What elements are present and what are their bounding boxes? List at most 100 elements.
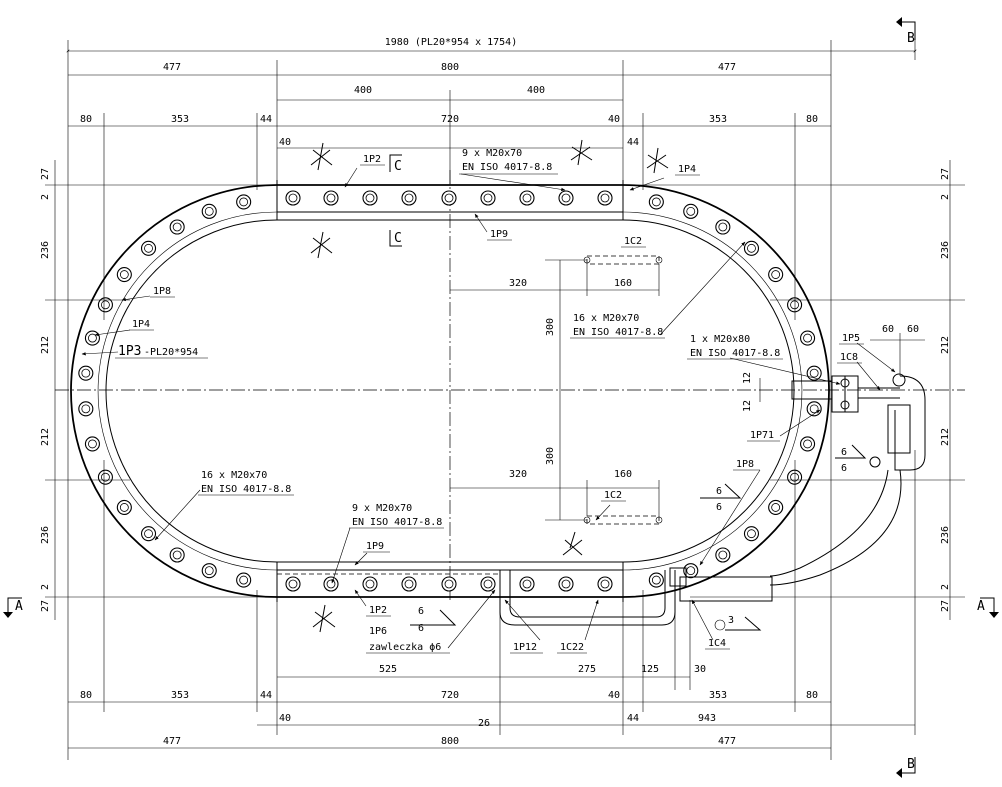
tag-1p3-plate: -PL20*954 <box>144 347 198 358</box>
bolt-hole-inner <box>809 368 819 378</box>
bolt-hole-inner <box>88 333 97 343</box>
tag-1c22: 1C22 <box>560 642 584 653</box>
weld-symbols <box>310 139 867 633</box>
bolt-note-right-std: EN ISO 4017-8.8 <box>573 327 663 338</box>
dim-bot-small-1: 26 <box>478 718 490 729</box>
dim-top-row3-5: 353 <box>709 114 727 125</box>
bolt-hole-inner <box>747 529 756 539</box>
inner-dimension-lines <box>450 259 925 521</box>
dim-top-row3-1: 353 <box>171 114 189 125</box>
dim-bot-row2-2: 44 <box>260 690 272 701</box>
section-c-bottom: C <box>394 231 402 246</box>
dim-left-6: 2 <box>40 584 51 590</box>
bolt-hole-inner <box>483 193 493 203</box>
bolt-hole-inner <box>239 197 249 207</box>
bolt-hole-inner <box>144 243 153 253</box>
tag-1p5: 1P5 <box>842 333 860 344</box>
tag-1p71: 1P71 <box>750 430 774 441</box>
dim-top-row2-1: 400 <box>527 85 545 96</box>
dim-bot-row2-3: 720 <box>441 690 459 701</box>
leader-lines <box>81 167 896 649</box>
bolt-hole-inner <box>119 503 129 512</box>
bolt-hole-inner <box>444 579 454 589</box>
dim-top-row3-0: 80 <box>80 114 92 125</box>
bolt-hole-inner <box>88 439 97 449</box>
dim-inner-12b: 12 <box>742 400 753 412</box>
dim-inner-300-bot: 300 <box>545 447 556 465</box>
tag-1p9-top: 1P9 <box>490 229 508 240</box>
dim-top-small-1: 44 <box>627 137 639 148</box>
weld-size-a: 6 <box>716 486 722 497</box>
bolt-note-right-count: 16 x M20x70 <box>573 313 639 324</box>
dim-top-row1-1: 800 <box>441 62 459 73</box>
overall-dimension: 1980 (PL20*954 x 1754) <box>385 37 517 48</box>
tag-1p4-right: 1P4 <box>678 164 696 175</box>
weld-size-b: 6 <box>716 502 722 513</box>
dim-bot-row2-1: 353 <box>171 690 189 701</box>
dim-bot-row2-4: 40 <box>608 690 620 701</box>
bottom-handle <box>499 567 687 626</box>
bolt-hole-inner <box>101 300 110 310</box>
tag-1p9-bot: 1P9 <box>366 541 384 552</box>
bolt-holes <box>78 190 822 592</box>
dim-bot-row2-5: 353 <box>709 690 727 701</box>
bolt-note-single-std: EN ISO 4017-8.8 <box>690 348 780 359</box>
dim-right-2: 236 <box>940 241 951 259</box>
dim-bot-small-0: 40 <box>279 713 291 724</box>
dim-bot-row1-3: 30 <box>694 664 706 675</box>
dim-right-4: 212 <box>940 428 951 446</box>
tag-1c8: 1C8 <box>840 352 858 363</box>
dim-bot-row2-6: 80 <box>806 690 818 701</box>
bolt-hole-inner <box>718 550 728 560</box>
dim-top-small-0: 40 <box>279 137 291 148</box>
bottom-dimension-lines <box>68 676 915 749</box>
bolt-hole-inner <box>790 472 799 482</box>
bolt-note-top-std: EN ISO 4017-8.8 <box>462 162 552 173</box>
pin-note: zawleczka ϕ6 <box>369 642 441 653</box>
section-a-left: A <box>15 599 23 614</box>
tag-1p3: 1P3 <box>118 344 141 359</box>
bolt-hole-inner <box>365 193 375 203</box>
tag-1p8-right: 1P8 <box>736 459 754 470</box>
dim-left-3: 212 <box>40 336 51 354</box>
section-markers <box>3 17 999 778</box>
bolt-hole-inner <box>651 575 661 585</box>
bolt-hole-inner <box>81 368 91 378</box>
bolt-hole-inner <box>326 193 336 203</box>
bolt-hole-inner <box>651 197 661 207</box>
bolt-hole-inner <box>172 550 182 560</box>
tag-1c2-bot: 1C2 <box>604 490 622 501</box>
bolt-hole-inner <box>204 206 214 216</box>
dim-top-row3-4: 40 <box>608 114 620 125</box>
dim-inner-320-bot: 320 <box>509 469 527 480</box>
bolt-hole-inner <box>686 566 696 576</box>
bolt-hole-inner <box>483 579 493 589</box>
bolt-hole-inner <box>404 193 414 203</box>
extension-lines <box>45 40 965 760</box>
dim-top-row1-0: 477 <box>163 62 181 73</box>
dim-bot-row1-1: 275 <box>578 664 596 675</box>
bolt-hole-inner <box>600 579 610 589</box>
bolt-hole-inner <box>326 579 336 589</box>
tag-1p6: 1P6 <box>369 626 387 637</box>
dim-right-6: 2 <box>940 584 951 590</box>
bolt-hole-inner <box>288 579 298 589</box>
bolt-hole-inner <box>288 193 298 203</box>
weld-size-f: 6 <box>841 463 847 474</box>
bolt-hole-inner <box>239 575 249 585</box>
dim-right-3: 212 <box>940 336 951 354</box>
bolt-hole-inner <box>561 193 571 203</box>
dim-top-row3-6: 80 <box>806 114 818 125</box>
side-dimension-lines <box>54 160 951 620</box>
dim-right-5: 236 <box>940 526 951 544</box>
bolt-hole-inner <box>771 503 781 512</box>
dim-inner-300-top: 300 <box>545 318 556 336</box>
dim-inner-12a: 12 <box>742 372 753 384</box>
bolt-hole-inner <box>119 270 129 279</box>
tag-1p8-left: 1P8 <box>153 286 171 297</box>
bolt-hole-inner <box>803 439 812 449</box>
bolt-hole-inner <box>561 579 571 589</box>
bolt-note-left-count: 16 x M20x70 <box>201 470 267 481</box>
dim-bot-small-3: 943 <box>698 713 716 724</box>
